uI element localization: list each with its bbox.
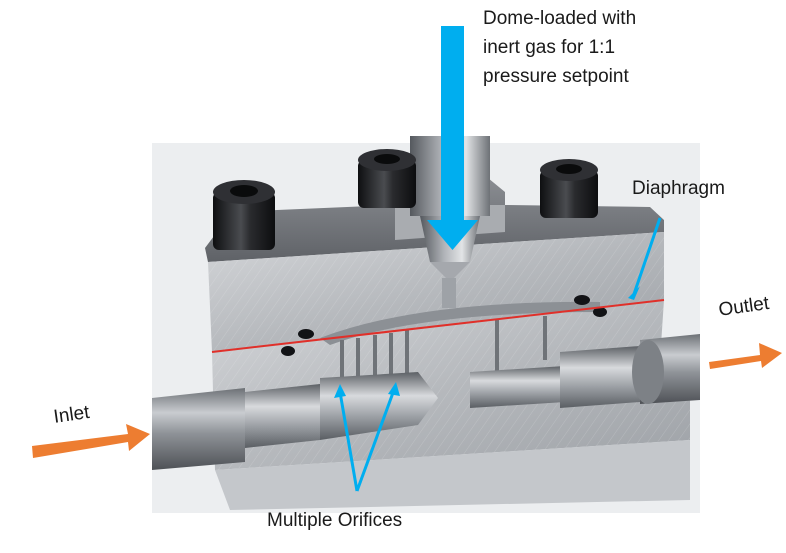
inlet-arrow-icon bbox=[32, 424, 150, 458]
orifice-passages bbox=[340, 316, 547, 382]
bolt-center bbox=[358, 149, 416, 208]
dome-loaded-label: Dome-loaded with inert gas for 1:1 press… bbox=[483, 6, 636, 93]
bolt-right bbox=[540, 159, 598, 218]
dome-label-line-1: Dome-loaded with bbox=[483, 8, 637, 29]
bolt-left bbox=[213, 180, 275, 250]
orifice-pointer-heads bbox=[334, 382, 400, 398]
diaphragm-label: Diaphragm bbox=[632, 178, 725, 199]
diaphragm-pointer bbox=[628, 217, 662, 300]
inlet-tube bbox=[152, 372, 438, 470]
o-ring-seals bbox=[281, 295, 607, 356]
housing-body bbox=[205, 178, 690, 510]
inlet-label: Inlet bbox=[52, 401, 91, 428]
orifice-pointers bbox=[338, 389, 396, 492]
diaphragm-line bbox=[211, 299, 665, 353]
dome-load-arrow-icon bbox=[427, 26, 478, 250]
outlet-arrow-icon bbox=[709, 343, 782, 369]
dome-label-line-3: pressure setpoint bbox=[483, 66, 629, 87]
dome-label-line-2: inert gas for 1:1 bbox=[483, 37, 616, 58]
multiple-orifices-label: Multiple Orifices bbox=[267, 510, 403, 531]
outlet-tube bbox=[470, 334, 700, 408]
